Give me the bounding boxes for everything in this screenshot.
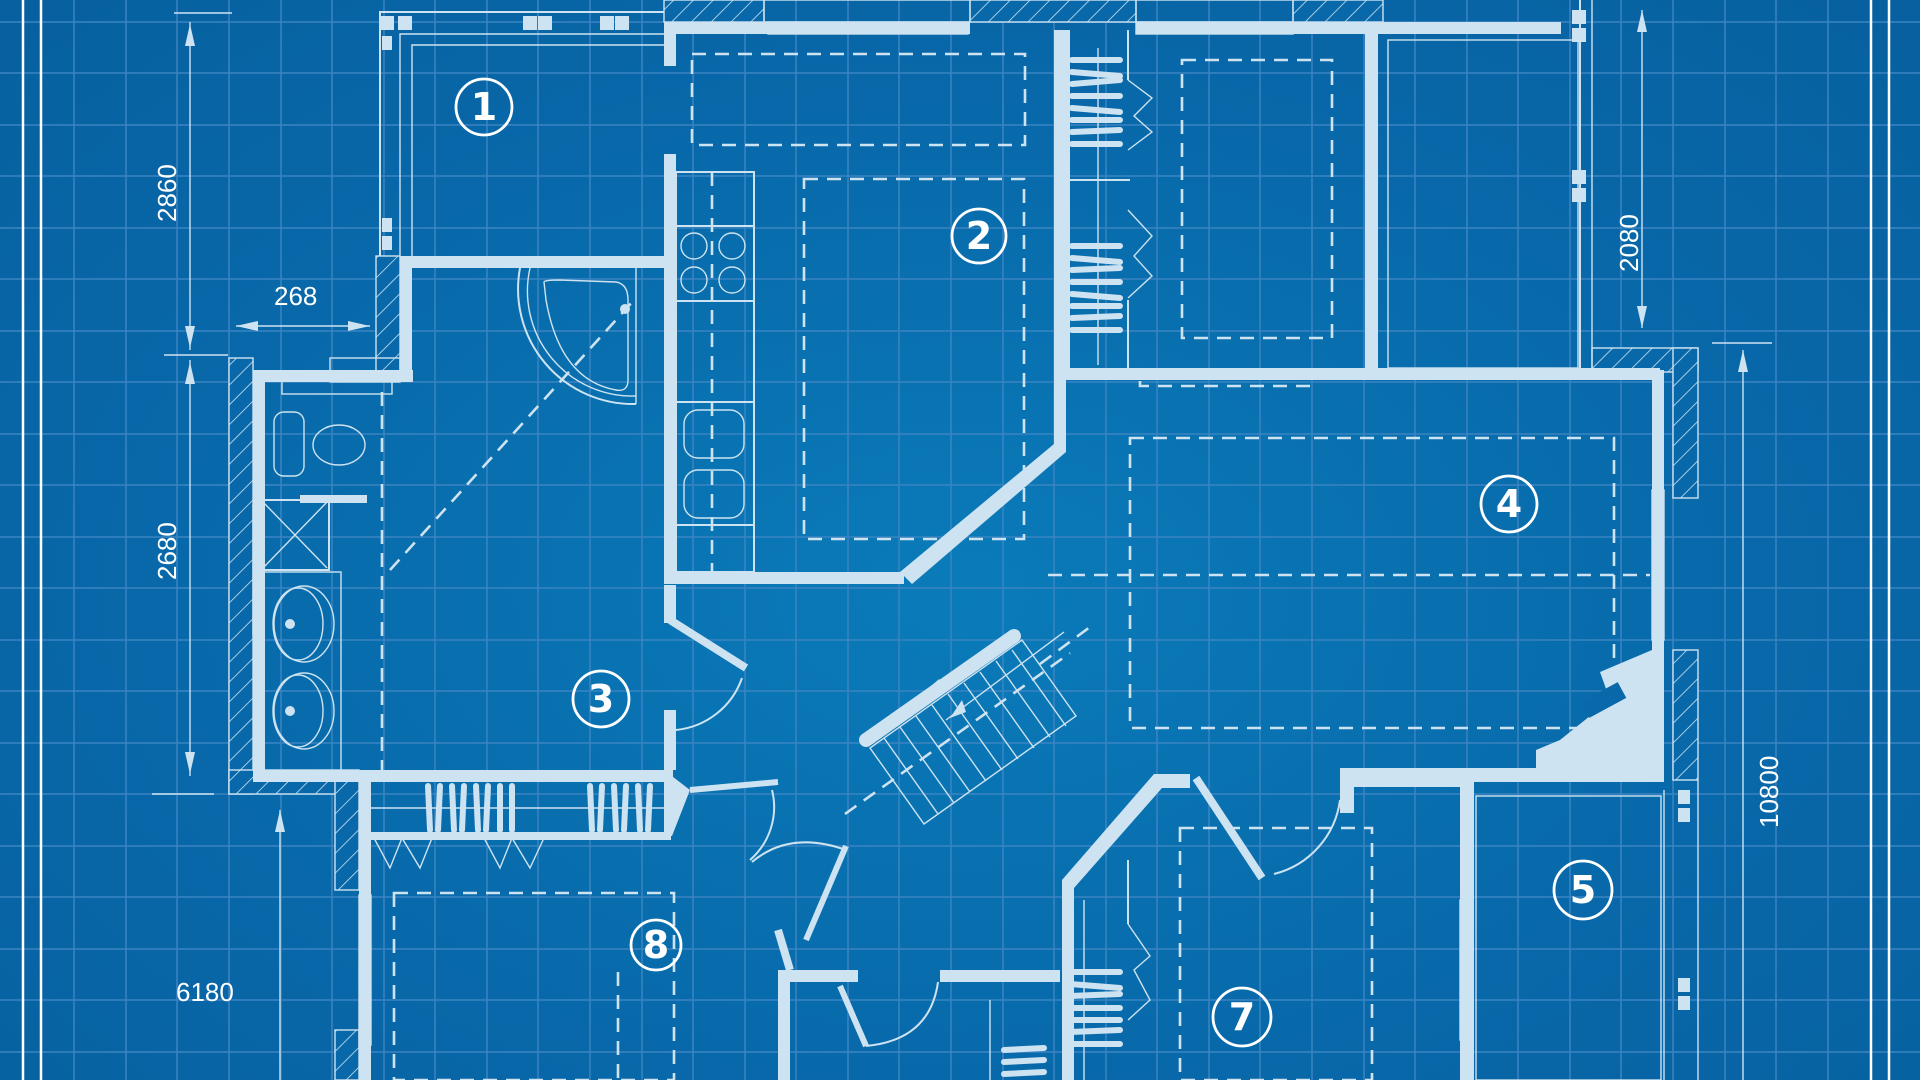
svg-text:8: 8 (643, 923, 669, 967)
wardrobes (371, 30, 1154, 1080)
room-label-7: 7 (1211, 986, 1273, 1048)
svg-text:5: 5 (1570, 868, 1596, 912)
svg-text:2: 2 (966, 214, 992, 258)
room-label-4: 4 (1479, 474, 1539, 534)
room-label-2: 2 (950, 207, 1008, 265)
furniture-dashed (380, 52, 1650, 1080)
bathroom-fixtures (260, 267, 637, 773)
dimension-10800: 10800 (1754, 756, 1784, 828)
walls (253, 22, 1664, 1080)
dimension-6180: 6180 (176, 977, 234, 1007)
room-label-8: 8 (629, 918, 683, 972)
room-label-1: 1 (454, 77, 514, 137)
dimension-2680: 2680 (152, 522, 182, 580)
doors (667, 616, 1627, 1048)
dimension-2080: 2080 (1614, 214, 1644, 272)
kitchen-counter (675, 171, 755, 573)
svg-text:1: 1 (471, 85, 497, 129)
svg-text:3: 3 (588, 677, 614, 721)
sheet-border (21, 0, 1891, 1080)
top-windows (763, 0, 1294, 35)
room-label-5: 5 (1552, 859, 1614, 921)
svg-text:7: 7 (1229, 995, 1255, 1039)
room-1-outline (379, 11, 664, 256)
exterior-walls-hatched (228, 0, 1699, 1080)
staircase (844, 629, 1077, 825)
svg-text:4: 4 (1496, 482, 1522, 526)
dimension-268: 268 (274, 281, 317, 311)
dimension-labels: 2860 268 2680 6180 2080 10800 (152, 164, 1784, 1007)
side-windows (252, 357, 1665, 1046)
room-label-3: 3 (571, 669, 631, 729)
dimension-lines (152, 10, 1772, 1080)
dimension-2860: 2860 (152, 164, 182, 222)
room-5-6-outline (1376, 0, 1699, 1080)
